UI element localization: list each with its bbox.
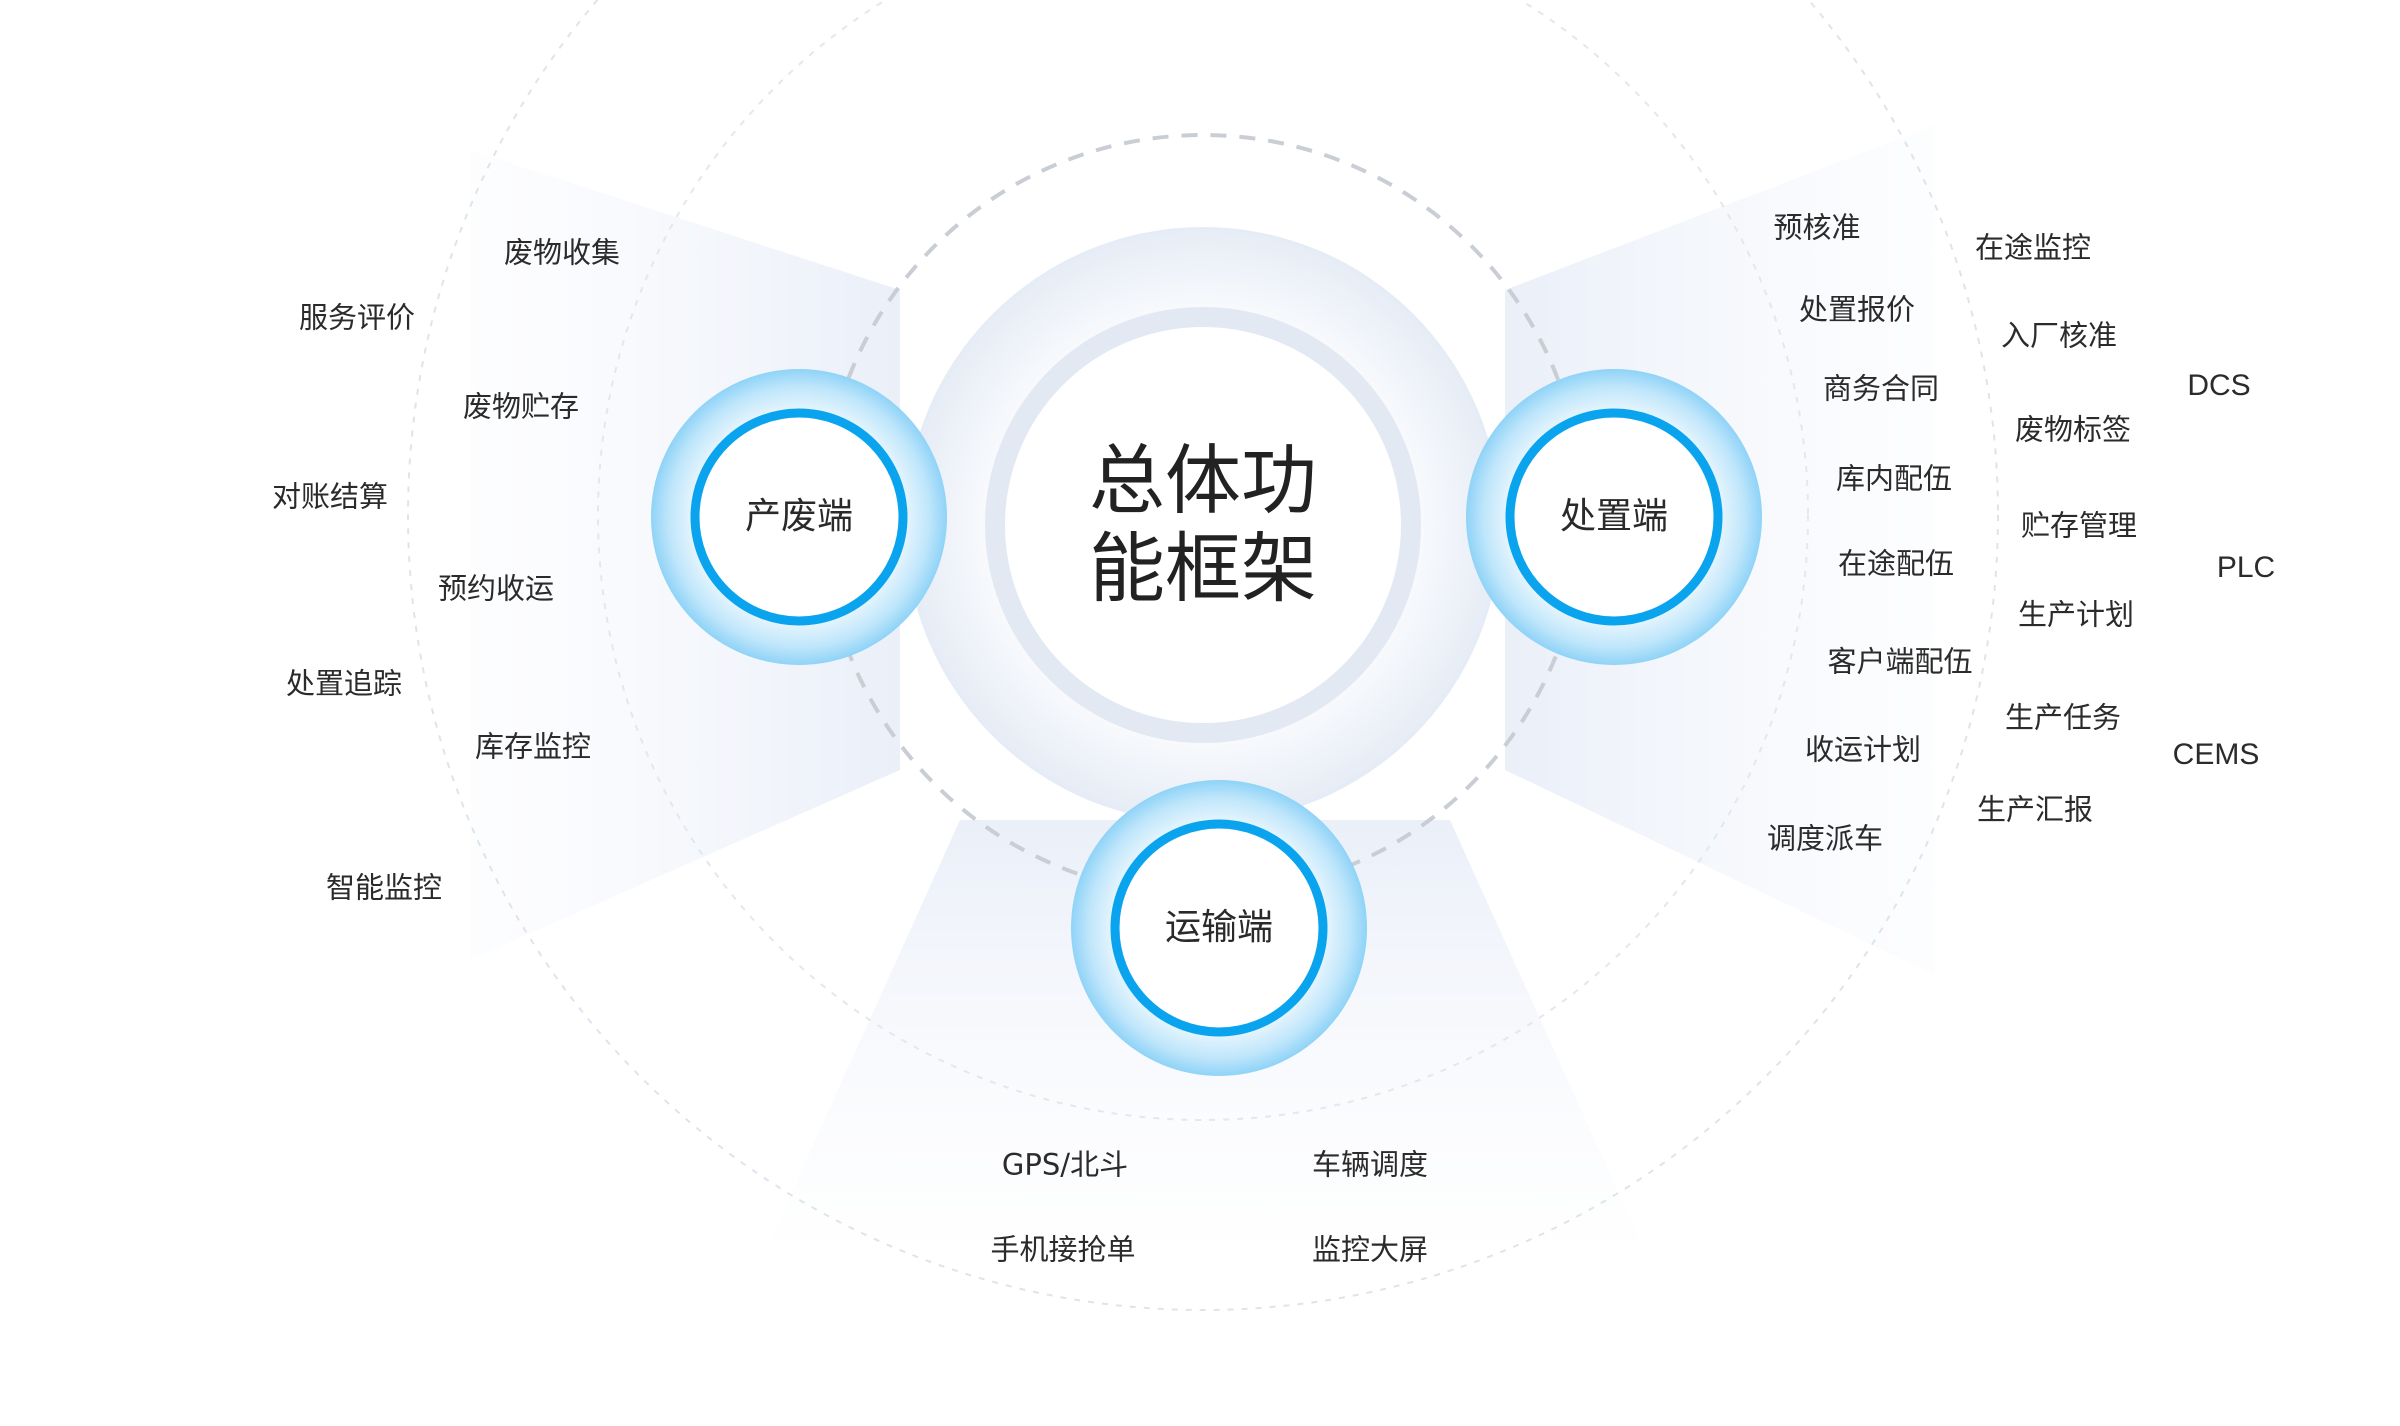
disposal-item: 入厂核准 bbox=[2000, 318, 2118, 353]
disposal-item: 商务合同 bbox=[1822, 371, 1940, 406]
center-ring bbox=[985, 307, 1421, 743]
outer-arc bbox=[407, 0, 1999, 1311]
transport-item: 监控大屏 bbox=[1311, 1232, 1429, 1267]
disposal-item: CEMS bbox=[2172, 738, 2260, 771]
disposal-item: 生产汇报 bbox=[1976, 792, 2094, 827]
title-line-1: 总体功 bbox=[1089, 436, 1317, 525]
hub-label-disposal: 处置端 bbox=[1559, 496, 1669, 537]
producer-item: 对账结算 bbox=[271, 479, 389, 514]
disposal-item: PLC bbox=[2216, 551, 2276, 584]
producer-item: 预约收运 bbox=[437, 571, 555, 606]
hub-transport[interactable] bbox=[1071, 780, 1367, 1076]
diagram-title: 总体功 能框架 bbox=[1089, 437, 1317, 613]
disposal-item: 生产任务 bbox=[2004, 700, 2122, 735]
transport-item: GPS/北斗 bbox=[1001, 1147, 1129, 1182]
disposal-item: 调度派车 bbox=[1766, 821, 1884, 856]
disposal-item: 处置报价 bbox=[1798, 292, 1916, 327]
hub-disposal[interactable] bbox=[1466, 369, 1762, 665]
producer-item: 库存监控 bbox=[474, 729, 592, 764]
producer-item: 废物贮存 bbox=[462, 389, 580, 424]
transport-item: 手机接抢单 bbox=[990, 1232, 1136, 1267]
transport-item: 车辆调度 bbox=[1311, 1147, 1429, 1182]
disposal-item: 贮存管理 bbox=[2020, 508, 2138, 543]
producer-item: 处置追踪 bbox=[285, 666, 403, 701]
disposal-item: 生产计划 bbox=[2017, 597, 2135, 632]
disposal-item: DCS bbox=[2187, 369, 2251, 402]
hub-label-transport: 运输端 bbox=[1164, 907, 1274, 948]
disposal-item: 在途监控 bbox=[1974, 230, 2092, 265]
title-line-2: 能框架 bbox=[1089, 524, 1317, 613]
inner-arc bbox=[597, 0, 1809, 1121]
producer-item: 废物收集 bbox=[503, 235, 621, 270]
producer-item: 智能监控 bbox=[325, 870, 443, 905]
hub-label-waste-producer: 产废端 bbox=[744, 496, 854, 537]
disposal-item: 收运计划 bbox=[1804, 732, 1922, 767]
producer-item: 服务评价 bbox=[298, 300, 416, 335]
disposal-item: 在途配伍 bbox=[1837, 546, 1955, 581]
disposal-item: 预核准 bbox=[1773, 210, 1861, 245]
disposal-item: 库内配伍 bbox=[1835, 461, 1953, 496]
hub-waste-producer[interactable] bbox=[651, 369, 947, 665]
disposal-item: 客户端配伍 bbox=[1827, 644, 1973, 679]
disposal-item: 废物标签 bbox=[2014, 412, 2132, 447]
